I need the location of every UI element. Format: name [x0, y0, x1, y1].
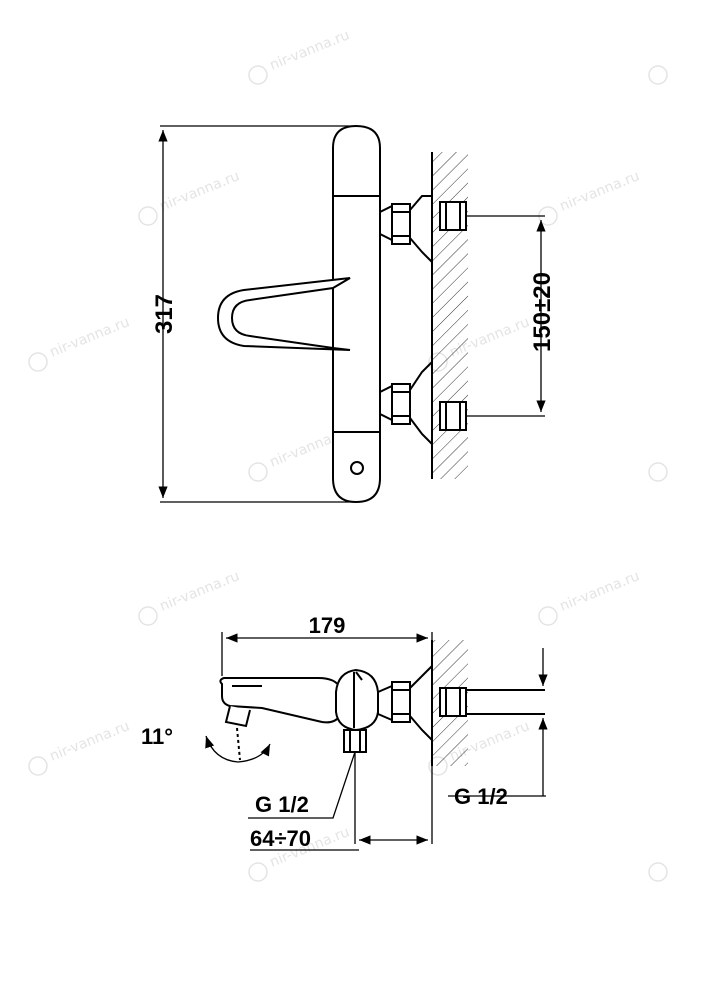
outlet-thread-leader [248, 751, 356, 819]
inlet-thread-label: G 1/2 [454, 784, 508, 809]
side-wall-fitting [439, 687, 467, 717]
length-dimension-label: 179 [309, 613, 346, 638]
upper-connector-hex [391, 203, 411, 245]
thermostat-body [332, 124, 381, 504]
side-dimensions [205, 632, 548, 851]
upper-connector-nut [379, 204, 393, 242]
spout-outlet [224, 705, 251, 728]
angle-arc [205, 735, 271, 763]
outlet-fitting [343, 729, 367, 753]
watermark-text: nir-vanna.ru [158, 168, 242, 215]
front-dimensions [158, 125, 546, 503]
watermark-logo-icon [28, 65, 668, 882]
lower-wall-fitting [439, 401, 467, 431]
watermark-text: nir-vanna.ru [558, 168, 642, 215]
lower-connector-hex [391, 383, 411, 425]
upper-wall-fitting [439, 201, 467, 231]
side-body [335, 668, 379, 732]
wall-distance-label: 64÷70 [250, 826, 311, 851]
watermark-text: nir-vanna.ru [558, 568, 642, 615]
water-jet [236, 727, 241, 761]
lever-handle [216, 277, 351, 351]
watermark-text: nir-vanna.ru [268, 27, 352, 74]
side-view [219, 640, 545, 766]
side-connector-hex [391, 681, 411, 723]
outlet-thread-label: G 1/2 [255, 792, 309, 817]
upper-eccentric [409, 195, 433, 263]
watermark-text: nir-vanna.ru [48, 314, 132, 361]
inlet-spacing-label: 150±20 [529, 272, 556, 352]
watermark-text: nir-vanna.ru [48, 718, 132, 765]
lower-connector-nut [379, 384, 393, 422]
body-screw-hole [350, 461, 364, 475]
lower-eccentric [409, 361, 433, 445]
height-dimension-label: 317 [151, 294, 178, 334]
front-view [216, 124, 468, 504]
spout-angle-label: 11° [141, 724, 173, 749]
watermark-text: nir-vanna.ru [158, 568, 242, 615]
